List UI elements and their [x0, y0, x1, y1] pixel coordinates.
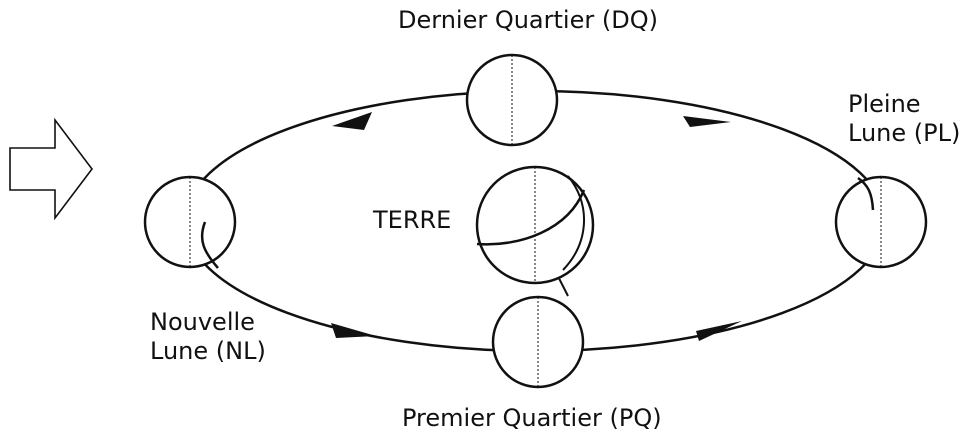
orbit-arrow [696, 321, 742, 341]
orbit-segment [200, 221, 219, 269]
moon-full [834, 175, 928, 269]
label-full-moon-line1: Pleine [848, 90, 921, 118]
sunlight-direction-arrow [9, 117, 94, 221]
label-last-quarter: Dernier Quartier (DQ) [398, 6, 658, 34]
orbit-arrow [332, 112, 372, 130]
earth [475, 165, 595, 297]
orbit-arrow [331, 323, 376, 338]
label-new-moon-line2: Lune (NL) [150, 337, 266, 365]
moon-last-quarter [465, 53, 559, 147]
moon-new [143, 175, 237, 269]
label-full-moon-line2: Lune (PL) [848, 119, 961, 147]
label-new-moon-line1: Nouvelle [150, 308, 255, 336]
label-earth: TERRE [373, 206, 452, 234]
moon-first-quarter [491, 295, 585, 389]
label-first-quarter: Premier Quartier (PQ) [402, 404, 662, 432]
orbit-segment [857, 176, 875, 211]
orbit-arrow [683, 116, 731, 127]
label-full-moon: Pleine Lune (PL) [848, 90, 960, 148]
label-new-moon: Nouvelle Lune (NL) [150, 308, 266, 366]
